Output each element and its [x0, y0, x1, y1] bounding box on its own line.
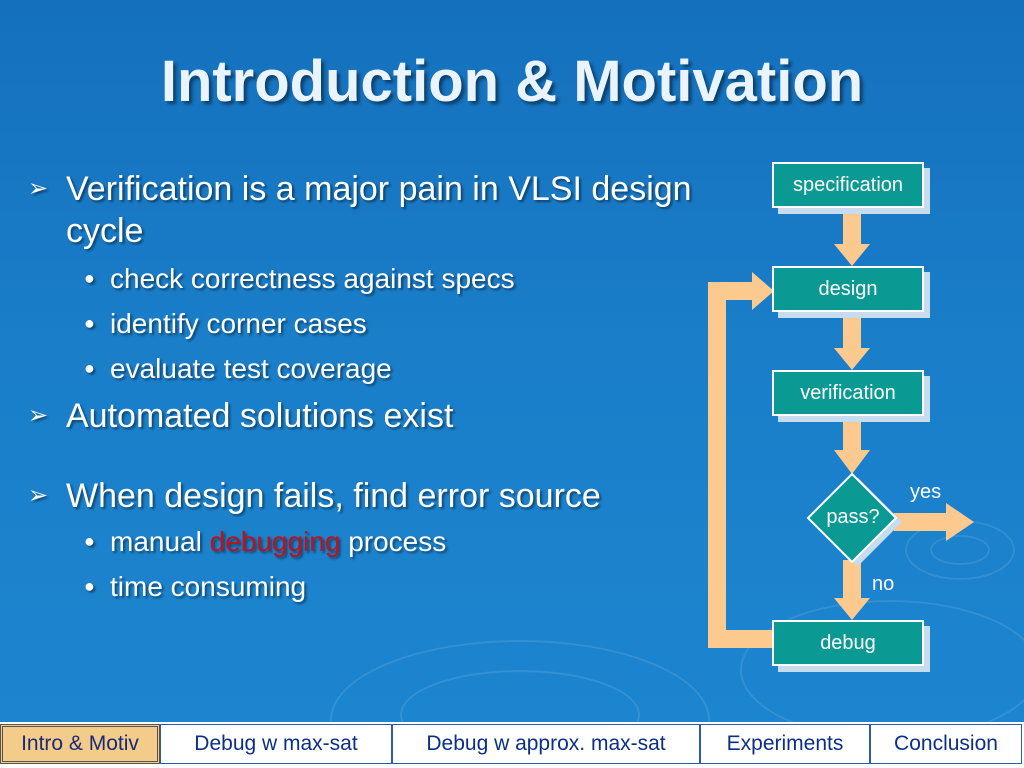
bullet-level2: ● identify corner cases	[28, 301, 708, 346]
loop-shaft-left	[708, 282, 726, 648]
bullet-level2: ● time consuming	[28, 564, 708, 609]
bullet-text: check correctness against specs	[110, 263, 515, 294]
bullet-text: time consuming	[110, 571, 307, 602]
arrow-shaft	[894, 513, 948, 531]
arrow-shaft	[843, 210, 861, 246]
slide-title: Introduction & Motivation	[160, 49, 864, 114]
flowchart-node-specification: specification	[772, 162, 924, 208]
dot-bullet-icon: ●	[84, 268, 95, 288]
bullet-text: evaluate test coverage	[110, 353, 392, 384]
dot-bullet-icon: ●	[84, 313, 95, 333]
loop-shaft-top	[708, 282, 754, 300]
bullet-level2: ● manual debugging process	[28, 519, 708, 564]
arrow-head	[834, 598, 870, 620]
dot-bullet-icon: ●	[84, 576, 95, 596]
dot-bullet-icon: ●	[84, 358, 95, 378]
arrow-bullet-icon: ➢	[28, 482, 49, 509]
nav-tab-experiments[interactable]: Experiments	[700, 724, 870, 764]
bullet-text: identify corner cases	[110, 308, 367, 339]
bullet-level1: ➢ Automated solutions exist	[28, 395, 708, 437]
arrow-head	[834, 244, 870, 266]
arrow-shaft	[843, 560, 861, 600]
arrow-head	[752, 272, 774, 310]
bullet-text: process	[340, 526, 447, 557]
nav-tab-debug-approx-max-sat[interactable]: Debug w approx. max-sat	[392, 724, 700, 764]
arrow-head	[834, 348, 870, 370]
section-navigation-bar: Intro & Motiv Debug w max-sat Debug w ap…	[0, 722, 1024, 768]
flowchart-node-debug: debug	[772, 620, 924, 666]
highlighted-word: debugging	[209, 526, 341, 557]
dot-bullet-icon: ●	[84, 531, 95, 551]
flowchart-label-no: no	[872, 573, 895, 595]
flowchart-node-verification: verification	[772, 370, 924, 416]
arrow-bullet-icon: ➢	[28, 402, 49, 429]
flowchart-node-design: design	[772, 266, 924, 312]
decision-diamond	[806, 472, 898, 564]
nav-tab-intro[interactable]: Intro & Motiv	[0, 724, 160, 764]
flowchart-connectors	[708, 210, 974, 648]
bullet-text: manual	[110, 526, 210, 557]
arrow-head	[834, 450, 870, 474]
bullet-list: ➢ Verification is a major pain in VLSI d…	[28, 168, 708, 609]
flowchart-decision-label: pass?	[826, 506, 880, 528]
bullet-level1: ➢ When design fails, find error source	[28, 475, 708, 517]
bullet-level1: ➢ Verification is a major pain in VLSI d…	[28, 168, 708, 252]
nav-tab-conclusion[interactable]: Conclusion	[870, 724, 1022, 764]
bullet-text: Verification is a major pain in VLSI des…	[66, 170, 692, 250]
bullet-level2: ● check correctness against specs	[28, 256, 708, 301]
arrow-head	[946, 503, 974, 541]
arrow-shaft	[843, 418, 861, 452]
bullet-text: Automated solutions exist	[66, 397, 454, 435]
bullet-text: When design fails, find error source	[66, 477, 601, 515]
nav-tab-debug-max-sat[interactable]: Debug w max-sat	[160, 724, 392, 764]
arrow-shaft	[843, 314, 861, 350]
bullet-level2: ● evaluate test coverage	[28, 346, 708, 391]
arrow-bullet-icon: ➢	[28, 175, 49, 202]
flowchart-label-yes: yes	[910, 481, 942, 503]
